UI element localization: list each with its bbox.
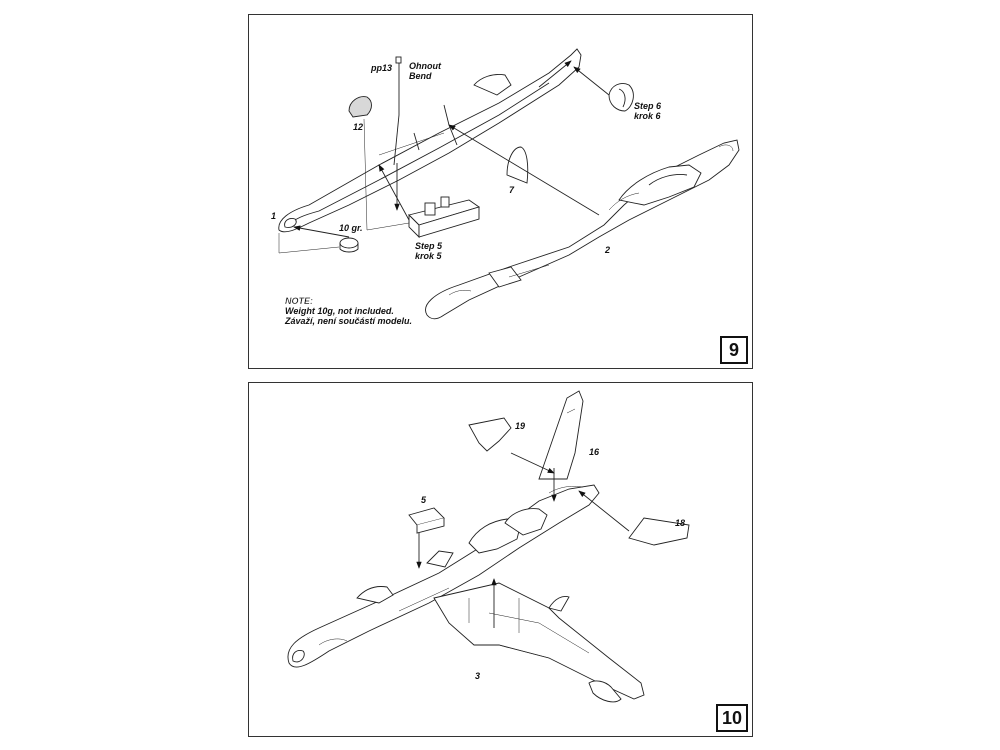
- step-5-cz-label: krok 5: [415, 251, 442, 261]
- weight-shape: [339, 237, 359, 249]
- step-6-cz-label: krok 6: [634, 111, 661, 121]
- part-18-label: 18: [675, 518, 686, 528]
- part-16-label: 16: [589, 447, 600, 457]
- note-line-2: Závaží, není součástí modelu.: [285, 316, 413, 326]
- part-19-label: 19: [515, 421, 526, 431]
- pp13-label: pp13: [371, 63, 393, 73]
- step-10-drawing: [287, 390, 690, 703]
- step-10-number: 10: [716, 704, 748, 732]
- part-5-label: 5: [421, 495, 427, 505]
- cockpit-tub: [408, 196, 481, 239]
- part-2-label: 2: [605, 245, 611, 255]
- stabilizer-19: [468, 417, 512, 452]
- step-5-en-label: Step 5: [415, 241, 443, 251]
- right-fuselage-half: [425, 139, 740, 320]
- part-12-label: 12: [353, 122, 364, 132]
- note-heading: NOTE:: [285, 296, 313, 306]
- wing: [433, 582, 645, 703]
- step-9-number: 9: [720, 336, 748, 364]
- stabilizer-18: [628, 517, 690, 546]
- step-9-panel: 1 2 7 12 pp13 Ohnout Bend 10 gr. Step 5 …: [248, 14, 753, 369]
- step-6-en-label: Step 6: [634, 101, 662, 111]
- weight-note: NOTE: Weight 10g, not included. Závaží, …: [285, 296, 412, 326]
- bend-en-label: Bend: [409, 71, 432, 81]
- left-fuselage-half: [278, 48, 582, 233]
- weight-label: 10 gr.: [339, 223, 363, 233]
- part-12-shape: [349, 96, 372, 117]
- part-7-shape: [506, 146, 529, 184]
- note-line-1: Weight 10g, not included.: [285, 306, 394, 316]
- part-7-label: 7: [509, 185, 515, 195]
- step-6-part: [608, 83, 634, 112]
- part-3-label: 3: [475, 671, 481, 681]
- part-1-label: 1: [271, 211, 277, 221]
- vertical-fin: [538, 390, 584, 480]
- step-10-panel: 3 5 16 18 19 10: [248, 382, 753, 737]
- step-9-drawing: [278, 48, 740, 320]
- assembled-fuselage: [287, 484, 600, 668]
- bend-cz-label: Ohnout: [409, 61, 441, 71]
